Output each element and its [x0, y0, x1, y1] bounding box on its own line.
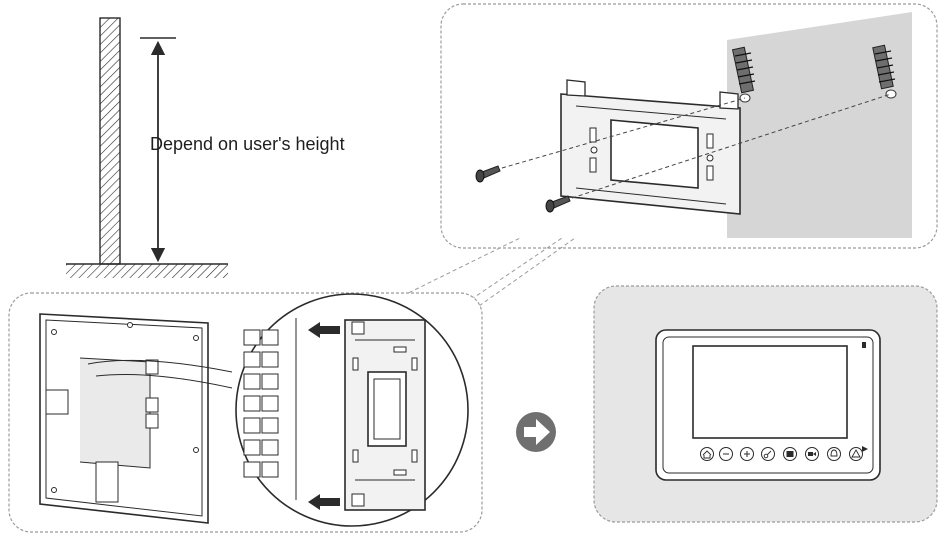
- monitor-screen: [692, 345, 848, 439]
- zoom-bracket: [344, 319, 426, 511]
- plus-icon: [740, 447, 754, 461]
- screw-lower: [545, 195, 571, 213]
- screw-guide-upper: [501, 97, 746, 169]
- mounted-monitor: [655, 329, 881, 481]
- wall-hatch: [99, 17, 121, 265]
- wall-anchor-right: [872, 44, 897, 99]
- screw-upper: [475, 165, 501, 183]
- mounting-bracket: [560, 79, 741, 215]
- wall-surface: [727, 12, 912, 238]
- circle-right-arrow-icon: [516, 412, 556, 452]
- floor-hatch: [66, 264, 228, 278]
- finished-panel: [593, 285, 938, 523]
- height-label: Depend on user's height: [150, 134, 345, 154]
- key-icon: [761, 447, 775, 461]
- home-icon: [700, 447, 714, 461]
- connector-blocks: [243, 329, 279, 478]
- bell-icon: [827, 447, 841, 461]
- zoom-circle: [235, 293, 469, 527]
- height-guide: [66, 17, 228, 278]
- push-arrow-top: [308, 322, 340, 338]
- door-icon: [783, 447, 797, 461]
- push-arrow-bottom: [308, 494, 340, 510]
- monitor-back: [39, 313, 233, 524]
- camera-icon: [805, 447, 819, 461]
- warning-icon: [849, 447, 863, 461]
- wall-fixing-panel: [440, 3, 938, 249]
- monitor-buttons: [700, 447, 863, 461]
- back-attach-panel: [8, 292, 483, 533]
- minus-icon: [719, 447, 733, 461]
